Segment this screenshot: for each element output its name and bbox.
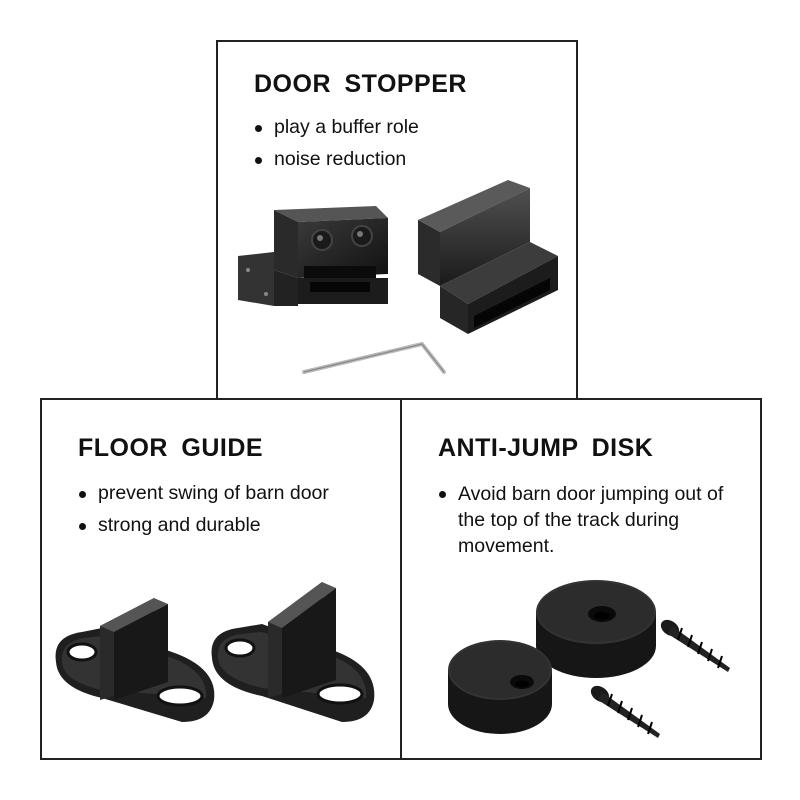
door-stopper-illustration [238, 180, 558, 374]
panel-title: DOOR STOPPER [254, 70, 467, 98]
anti-jump-disk-illustration [448, 580, 730, 738]
feature-item: noise reduction [254, 148, 419, 171]
door-stopper-left-icon [238, 206, 388, 306]
feature-list: prevent swing of barn door strong and du… [78, 482, 329, 547]
floor-guide-right-icon [211, 582, 375, 722]
feature-item: play a buffer role [254, 116, 419, 139]
floor-guide-illustration [55, 582, 375, 722]
feature-item: prevent swing of barn door [78, 482, 329, 505]
anti-jump-disk-top-icon [536, 580, 656, 678]
feature-list: play a buffer role noise reduction [254, 116, 419, 181]
anti-jump-disk-bottom-icon [448, 640, 552, 734]
panel-anti-jump-disk: ANTI-JUMP DISK Avoid barn door jumping o… [400, 398, 762, 760]
allen-key-icon [302, 342, 446, 374]
floor-guide-left-icon [55, 598, 215, 722]
screw-icon [590, 685, 660, 738]
door-stopper-right-icon [418, 180, 558, 334]
panel-floor-guide: FLOOR GUIDE prevent swing of barn door s… [40, 398, 402, 760]
panel-door-stopper: DOOR STOPPER play a buffer role noise re… [216, 40, 578, 402]
panel-title: FLOOR GUIDE [78, 434, 264, 462]
panel-title: ANTI-JUMP DISK [438, 434, 654, 462]
feature-list: Avoid barn door jumping out of the top o… [438, 482, 738, 569]
feature-item: Avoid barn door jumping out of the top o… [438, 482, 738, 560]
feature-item: strong and durable [78, 514, 329, 537]
screw-icon [660, 619, 730, 672]
